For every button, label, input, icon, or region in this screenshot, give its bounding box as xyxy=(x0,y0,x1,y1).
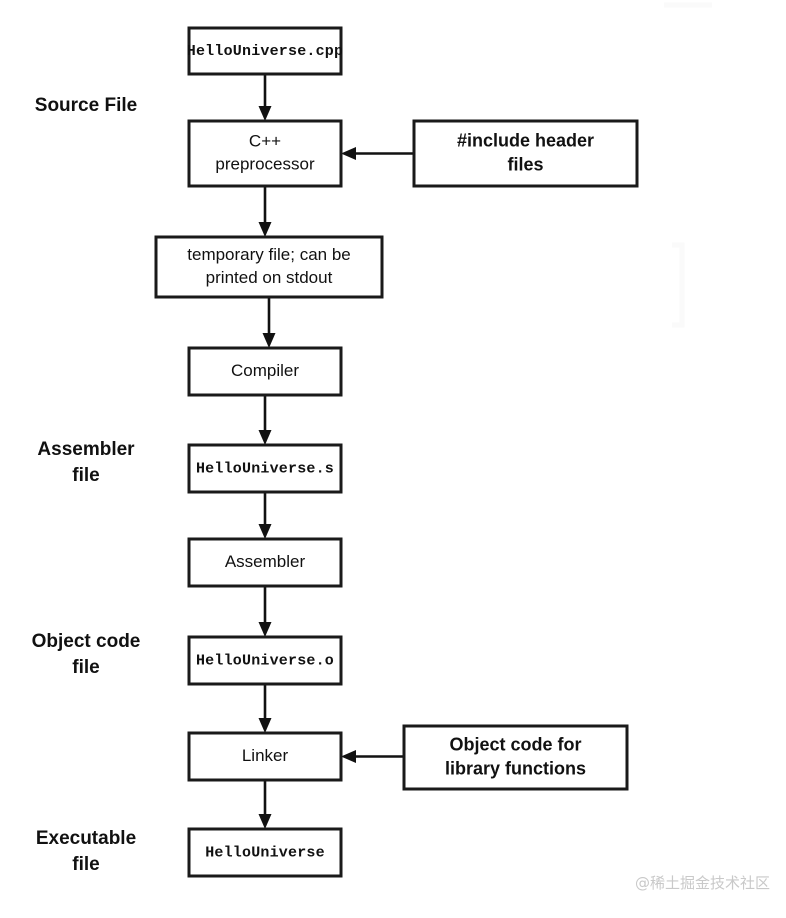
stage-label-object-code-file: Object code file xyxy=(32,631,141,678)
stage-label-line: file xyxy=(72,465,99,486)
node-box xyxy=(187,827,343,878)
stage-label-line: Assembler xyxy=(37,439,135,460)
edge-arrowhead xyxy=(341,147,356,160)
node-object-code-library: Object code for library functions xyxy=(402,724,629,791)
node-label: HelloUniverse.cpp xyxy=(187,43,343,60)
edge-arrowhead xyxy=(258,430,272,445)
node-include-header-files: #include header files xyxy=(412,119,639,188)
node-box xyxy=(187,26,343,76)
node-label: Compiler xyxy=(231,361,299,380)
edge-library-to-linker xyxy=(341,750,404,763)
edge-arrowhead xyxy=(258,622,272,637)
node-hellouniverse-cpp: HelloUniverse.cpp xyxy=(187,26,343,76)
node-box xyxy=(154,235,384,299)
edge-assembler-to-o xyxy=(258,586,272,637)
node-box xyxy=(187,731,343,782)
stage-label-line: file xyxy=(72,854,99,875)
node-label: preprocessor xyxy=(215,154,315,173)
node-cpp-preprocessor: C++ preprocessor xyxy=(187,119,343,188)
node-compiler: Compiler xyxy=(187,346,343,397)
stage-label-executable-file: Executable file xyxy=(36,828,136,875)
stage-label-assembler-file: Assembler file xyxy=(37,439,135,486)
node-label: library functions xyxy=(445,758,586,778)
stage-label-line: file xyxy=(72,657,99,678)
node-label: Object code for xyxy=(449,734,581,754)
node-label: Assembler xyxy=(225,552,306,571)
node-label: files xyxy=(507,154,543,174)
node-label: #include header xyxy=(457,130,594,150)
edge-arrowhead xyxy=(258,524,272,539)
node-hellouniverse-s: HelloUniverse.s xyxy=(187,443,343,494)
edge-s-to-assembler xyxy=(258,492,272,539)
stage-label-line: Source File xyxy=(35,95,137,116)
background-ghost-marks xyxy=(664,2,712,328)
node-label: C++ xyxy=(249,131,281,150)
node-box xyxy=(412,119,639,188)
edge-cpp-to-preprocessor xyxy=(258,74,272,121)
node-box xyxy=(187,635,343,686)
edge-preprocessor-to-temp xyxy=(258,186,272,237)
node-linker: Linker xyxy=(187,731,343,782)
node-temporary-file: temporary file; can be printed on stdout xyxy=(154,235,384,299)
edge-arrowhead xyxy=(258,718,272,733)
node-box xyxy=(187,119,343,188)
edge-arrowhead xyxy=(341,750,356,763)
edge-group xyxy=(258,74,414,829)
node-box xyxy=(187,537,343,588)
edge-arrowhead xyxy=(258,222,272,237)
node-label: Linker xyxy=(242,746,289,765)
node-assembler: Assembler xyxy=(187,537,343,588)
node-box xyxy=(402,724,629,791)
node-label: printed on stdout xyxy=(206,268,333,287)
stage-label-line: Executable xyxy=(36,828,136,849)
node-label: temporary file; can be xyxy=(187,245,350,264)
node-box xyxy=(187,443,343,494)
edge-linker-to-exe xyxy=(258,780,272,829)
stage-label-source-file: Source File xyxy=(35,95,137,116)
node-box xyxy=(187,346,343,397)
edge-o-to-linker xyxy=(258,684,272,733)
edge-temp-to-compiler xyxy=(262,297,276,348)
node-hellouniverse-o: HelloUniverse.o xyxy=(187,635,343,686)
node-hellouniverse: HelloUniverse xyxy=(187,827,343,878)
stage-label-line: Object code xyxy=(32,631,141,652)
watermark-label: @稀土掘金技术社区 xyxy=(635,874,770,892)
edge-arrowhead xyxy=(262,333,276,348)
node-label: HelloUniverse xyxy=(205,844,325,861)
edge-compiler-to-s xyxy=(258,395,272,445)
node-label: HelloUniverse.o xyxy=(196,652,334,669)
edge-arrowhead xyxy=(258,106,272,121)
node-label: HelloUniverse.s xyxy=(196,460,334,477)
edge-arrowhead xyxy=(258,814,272,829)
edge-include-to-preprocessor xyxy=(341,147,414,160)
